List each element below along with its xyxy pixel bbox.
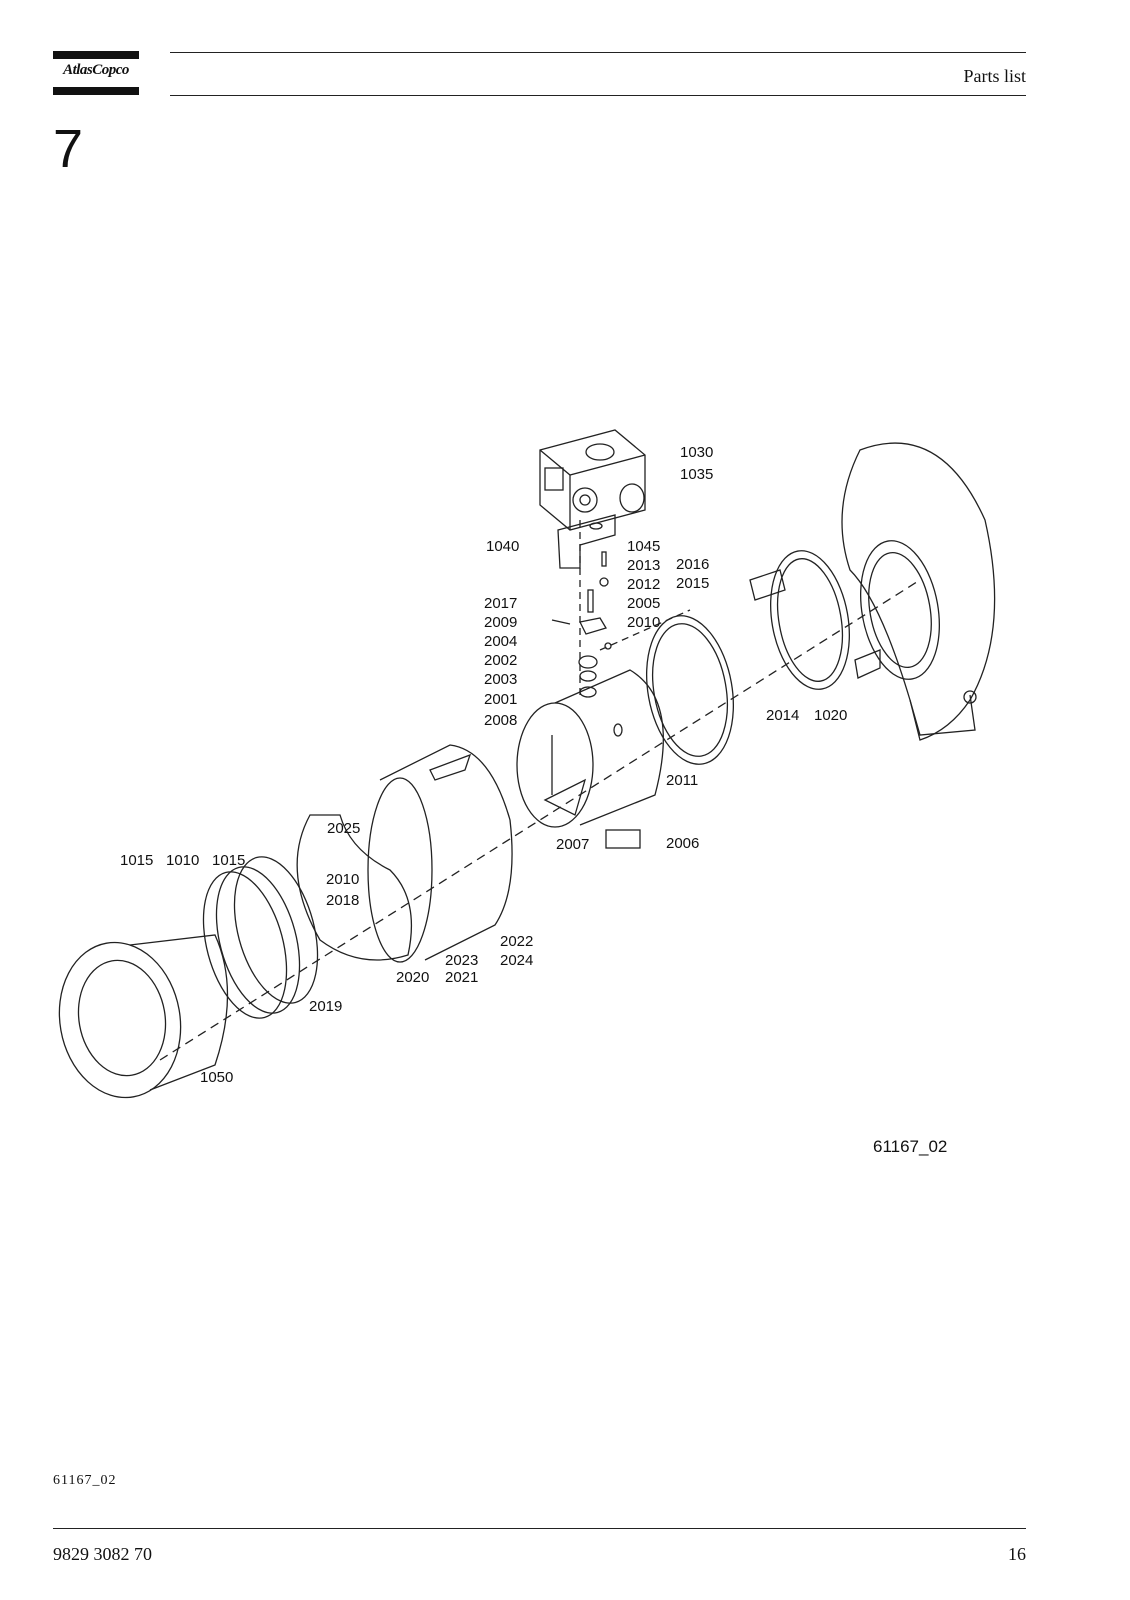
exploded-view-svg: 1030 1035 1040 1045 2013 2012 2005 2010 … bbox=[58, 429, 996, 1099]
bolt-axis bbox=[599, 609, 691, 651]
actuator-1030 bbox=[539, 429, 646, 531]
callout-2010-lower: 2010 bbox=[326, 871, 359, 888]
page-header-title: Parts list bbox=[963, 66, 1026, 86]
document-number: 9829 3082 70 bbox=[53, 1544, 152, 1564]
figure-reference: 61167_02 bbox=[53, 1473, 117, 1488]
callout-2007: 2007 bbox=[556, 836, 589, 853]
gasket-2011 bbox=[645, 615, 735, 765]
callout-2004: 2004 bbox=[484, 633, 517, 650]
block-2006 bbox=[605, 829, 641, 849]
callout-2018: 2018 bbox=[326, 892, 359, 909]
bracket-1040 bbox=[557, 514, 616, 569]
callout-1015-left: 1015 bbox=[120, 852, 153, 869]
callout-labels: 1030 1035 1040 1045 2013 2012 2005 2010 … bbox=[120, 444, 847, 1086]
chapter-number: 7 bbox=[53, 119, 84, 179]
callout-2022: 2022 bbox=[500, 933, 533, 950]
callout-2010: 2010 bbox=[627, 614, 660, 631]
callout-2012: 2012 bbox=[627, 576, 660, 593]
header-bottom-rule bbox=[170, 95, 1026, 96]
callout-2015: 2015 bbox=[676, 575, 709, 592]
page-number: 16 bbox=[1008, 1544, 1026, 1564]
exploded-view-drawing: 1030 1035 1040 1045 2013 2012 2005 2010 … bbox=[40, 400, 1040, 1160]
logo-text: AtlasCopco bbox=[63, 62, 129, 78]
callout-2005: 2005 bbox=[627, 595, 660, 612]
callout-2014: 2014 bbox=[766, 707, 799, 724]
callout-1045: 1045 bbox=[627, 538, 660, 555]
callout-2016: 2016 bbox=[676, 556, 709, 573]
callout-1020: 1020 bbox=[814, 707, 847, 724]
valve-body-2001 bbox=[516, 669, 664, 828]
footer-rule bbox=[53, 1528, 1026, 1529]
callout-2023: 2023 bbox=[445, 952, 478, 969]
callout-2021: 2021 bbox=[445, 969, 478, 986]
callout-2002: 2002 bbox=[484, 652, 517, 669]
clamp-1020 bbox=[749, 550, 881, 690]
callout-2025: 2025 bbox=[327, 820, 360, 837]
callout-2019: 2019 bbox=[309, 998, 342, 1015]
callout-2008: 2008 bbox=[484, 712, 517, 729]
callout-1050: 1050 bbox=[200, 1069, 233, 1086]
callout-2020: 2020 bbox=[396, 969, 429, 986]
callout-1010: 1010 bbox=[166, 852, 199, 869]
atlas-copco-logo: AtlasCopco bbox=[53, 51, 139, 95]
callout-2009: 2009 bbox=[484, 614, 517, 631]
compressor-housing bbox=[841, 442, 996, 741]
callout-2017: 2017 bbox=[484, 595, 517, 612]
callout-1015-right: 1015 bbox=[212, 852, 245, 869]
callout-2011: 2011 bbox=[666, 772, 698, 789]
header-top-rule bbox=[170, 52, 1026, 53]
logo-top-bar bbox=[53, 51, 139, 59]
callout-1040: 1040 bbox=[486, 538, 519, 555]
callout-2006: 2006 bbox=[666, 835, 699, 852]
flange-1050 bbox=[58, 934, 229, 1099]
callout-1035: 1035 bbox=[680, 466, 713, 483]
callout-2024: 2024 bbox=[500, 952, 533, 969]
stem-parts bbox=[551, 551, 612, 698]
callout-2003: 2003 bbox=[484, 671, 517, 688]
callout-2001: 2001 bbox=[484, 691, 517, 708]
logo-bottom-bar bbox=[53, 87, 139, 95]
assembly-axis bbox=[159, 579, 921, 1061]
callout-1030: 1030 bbox=[680, 444, 713, 461]
drawing-reference: 61167_02 bbox=[873, 1137, 948, 1156]
callout-2013: 2013 bbox=[627, 557, 660, 574]
housing-2022 bbox=[367, 744, 513, 963]
